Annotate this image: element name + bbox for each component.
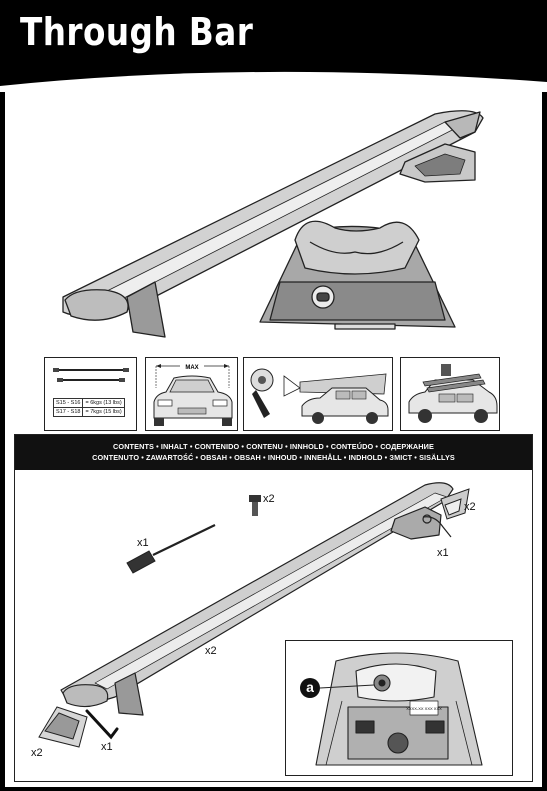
- measure-panel: [243, 357, 393, 431]
- allen-key-icon: [85, 709, 119, 740]
- end-cap-quantity: x2: [464, 501, 476, 513]
- weight-limit: = 7kgs (15 lbs): [82, 407, 125, 417]
- contents-heading-line2: CONTENUTO • ZAWARTOŚĆ • OBSAH • OBSAH • …: [92, 453, 455, 462]
- table-row: S15 - S16 = 6kgs (13 lbs): [52, 398, 125, 408]
- key-icon: [422, 514, 452, 538]
- screwdriver-quantity: x1: [137, 537, 149, 549]
- bolt-icon: [249, 495, 261, 516]
- weight-limit-panel: S15 - S16 = 6kgs (13 lbs) S17 - S18 = 7k…: [44, 357, 137, 431]
- bar-lengths-icon: [53, 368, 129, 382]
- max-label: MAX: [185, 365, 198, 371]
- contents-heading: CONTENTS • INHALT • CONTENIDO • CONTENU …: [15, 435, 532, 470]
- weight-model: S15 - S16: [52, 398, 84, 408]
- roof-bar-drawing: [62, 110, 484, 338]
- max-width-panel: MAX: [145, 357, 238, 431]
- contents-section: CONTENTS • INHALT • CONTENIDO • CONTENU …: [14, 434, 533, 782]
- hero-illustration: [62, 110, 484, 338]
- weight-limits-table: S15 - S16 = 6kgs (13 lbs) S17 - S18 = 7k…: [52, 398, 125, 417]
- car-with-bars-icon: [408, 364, 498, 423]
- car-with-bars-panel: [400, 357, 500, 431]
- page-title: Through Bar: [20, 10, 254, 54]
- foot-detail-inset: XXXX-XX XXX XXX a: [285, 640, 513, 776]
- allen-key-quantity: x1: [101, 741, 113, 753]
- weight-model: S17 - S18: [52, 407, 84, 417]
- table-row: S17 - S18 = 7kgs (15 lbs): [52, 407, 125, 417]
- contents-heading-line1: CONTENTS • INHALT • CONTENIDO • CONTENU …: [113, 442, 434, 451]
- detail-label: XXXX-XX XXX XXX: [406, 706, 442, 711]
- header-band: Through Bar: [0, 0, 547, 92]
- bolt-quantity: x2: [263, 493, 275, 505]
- foot-cover-quantity: x2: [31, 747, 43, 759]
- end-cap-icon: [440, 488, 470, 520]
- contents-illustration: [38, 482, 470, 748]
- key-quantity: x1: [437, 547, 449, 559]
- foot-detail-drawing: XXXX-XX XXX XXX: [315, 652, 483, 766]
- instruction-page: S15 - S16 = 6kgs (13 lbs) S17 - S18 = 7k…: [5, 92, 542, 787]
- car-front-icon: MAX: [153, 362, 233, 426]
- measuring-car-icon: [250, 368, 389, 424]
- header-curve-shape: [0, 71, 547, 92]
- foot-cover-icon: [38, 706, 88, 748]
- bar-quantity: x2: [205, 645, 217, 657]
- screwdriver-icon: [126, 524, 216, 574]
- foot-closeup-drawing: [259, 220, 456, 330]
- weight-limit: = 6kgs (13 lbs): [82, 398, 125, 408]
- callout-a: a: [300, 678, 320, 698]
